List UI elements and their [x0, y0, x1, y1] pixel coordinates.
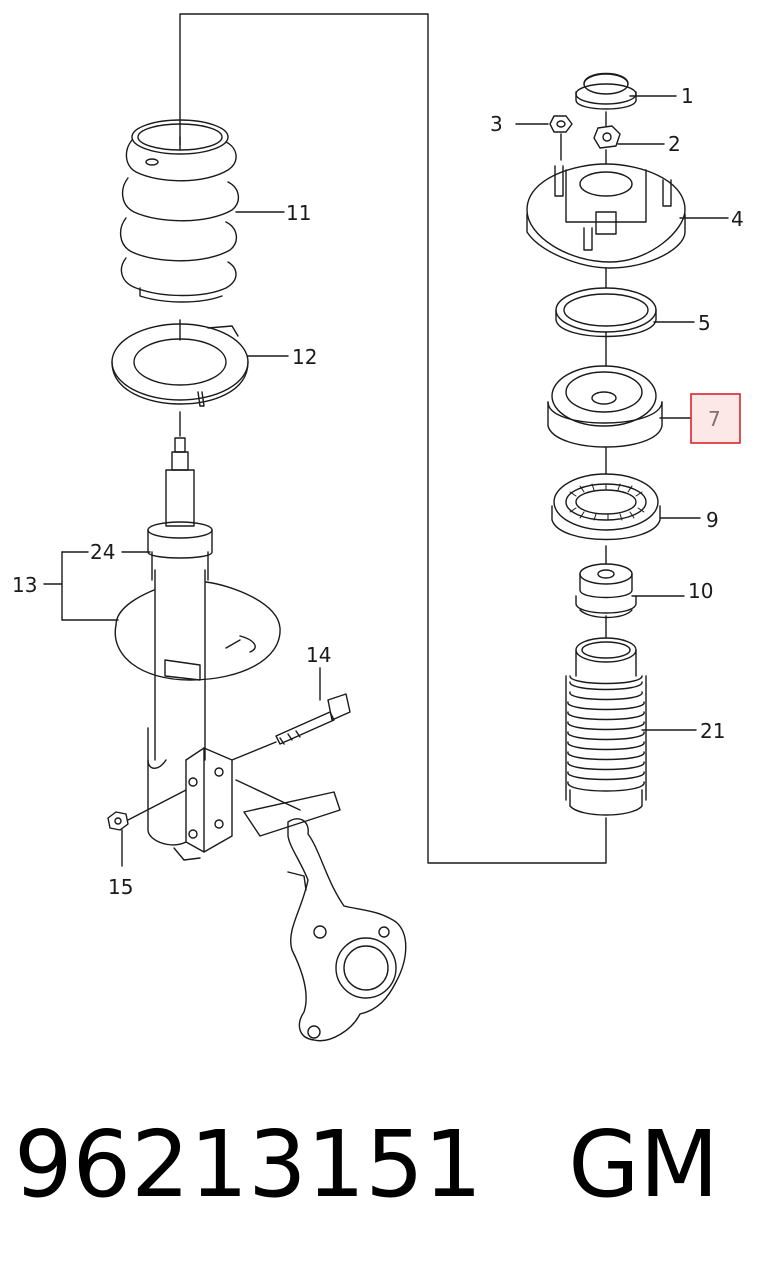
leader-lines	[43, 95, 729, 867]
bump-stop	[575, 563, 637, 619]
exploded-parts-diagram: 1 2 3 4 5 7 9 10 11 12 13 14 15 21 24	[12, 13, 744, 1042]
callout-3: 3	[490, 112, 503, 136]
insulator-ring	[555, 287, 657, 338]
upper-spring-seat	[547, 365, 663, 448]
callout-12: 12	[292, 345, 317, 369]
part-number: 96213151	[14, 1111, 483, 1218]
callout-1: 1	[681, 84, 694, 108]
callout-4: 4	[731, 207, 744, 231]
callout-11: 11	[286, 201, 311, 225]
hex-nut	[549, 115, 573, 161]
callout-10: 10	[688, 579, 713, 603]
callout-14: 14	[306, 643, 331, 667]
lock-nut	[107, 789, 187, 831]
callout-5: 5	[698, 311, 711, 335]
part-caption: 96213151 GM	[14, 1110, 719, 1220]
coil-spring	[119, 119, 239, 303]
steering-knuckle	[235, 779, 407, 1042]
strut-top-mount	[526, 163, 686, 269]
brand-name: GM	[568, 1111, 719, 1218]
bolt	[231, 693, 351, 761]
strut-upper-cap	[147, 521, 213, 581]
callout-24: 24	[90, 540, 115, 564]
spring-seat	[111, 319, 249, 407]
callout-9: 9	[706, 508, 719, 532]
callout-15: 15	[108, 875, 133, 899]
callout-7: 7	[708, 407, 721, 431]
strut-bearing	[551, 473, 661, 541]
assembly-connector-line	[179, 13, 607, 864]
strut-body	[114, 569, 281, 861]
highlight-box	[690, 393, 741, 444]
dust-cap	[575, 72, 637, 110]
callout-2: 2	[668, 132, 681, 156]
flange-nut	[593, 125, 621, 149]
strut-rod	[165, 411, 195, 527]
callout-13: 13	[12, 573, 37, 597]
dust-boot	[565, 637, 647, 816]
callout-21: 21	[700, 719, 725, 743]
